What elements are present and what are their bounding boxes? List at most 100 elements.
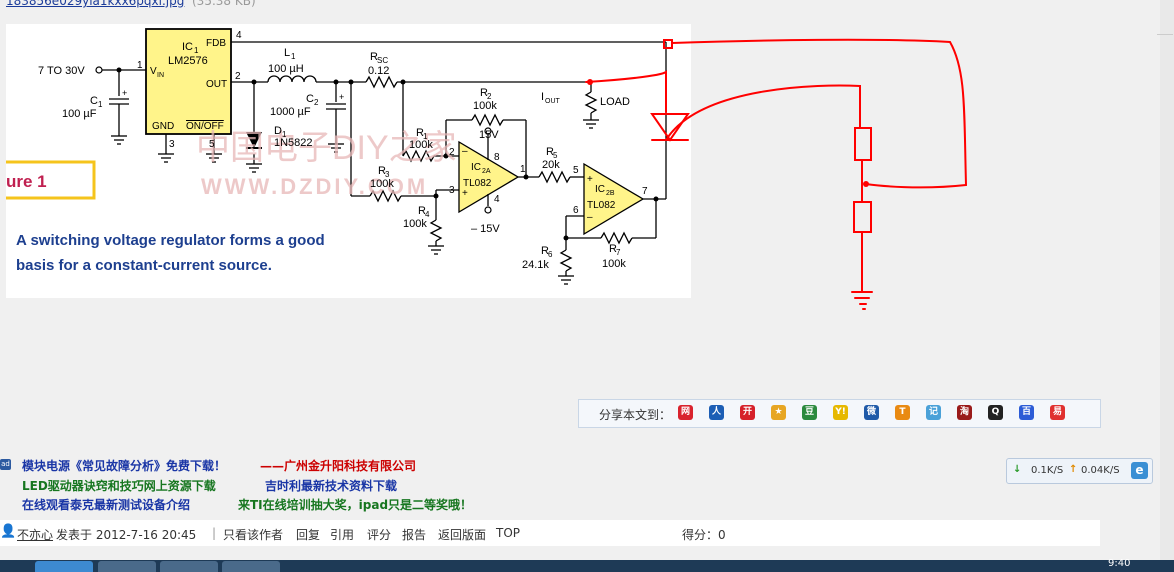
l1-value: 100 µH xyxy=(268,63,304,75)
annotation-feedback-wire xyxy=(671,38,968,189)
rate-link[interactable]: 评分 xyxy=(367,528,392,542)
r2-sub: 2 xyxy=(487,92,492,101)
opamp-pin4: 4 xyxy=(494,194,500,205)
share-t-icon[interactable]: T xyxy=(895,405,910,420)
c1-value: 100 µF xyxy=(62,108,97,120)
watermark-title: 中国电子DIY之家 xyxy=(196,129,457,167)
annotation-top-wire xyxy=(665,84,861,141)
r7-sub: 7 xyxy=(616,248,621,257)
share-yi-icon[interactable]: 易 xyxy=(1050,405,1065,420)
taskbar-clock[interactable]: 9:40 xyxy=(1108,558,1131,569)
share-bar: 分享本文到： 网 人 开 ★ 豆 Y! 微 T 记 淘 Q 百 易 xyxy=(578,399,1101,428)
c2-sub: 2 xyxy=(314,98,319,107)
share-yahoo-icon[interactable]: Y! xyxy=(833,405,848,420)
l1-label: L xyxy=(284,47,290,59)
watermark-url: WWW.DZDIY.COM xyxy=(201,174,428,199)
d1-value: 1N5822 xyxy=(274,137,313,149)
ad-link-tektronix[interactable]: 在线观看泰克最新测试设备介绍 xyxy=(22,498,191,512)
ic1-label: IC xyxy=(182,41,193,53)
fdb-label: FDB xyxy=(206,38,226,49)
iout-label: I xyxy=(541,91,544,103)
share-163-icon[interactable]: 网 xyxy=(678,405,693,420)
r2-label: R xyxy=(480,87,488,99)
browser-e-icon[interactable]: e xyxy=(1131,462,1148,479)
r3-sub: 3 xyxy=(385,170,390,179)
taskbar-app-1[interactable] xyxy=(98,561,156,572)
attachment-size: (35.38 KB) xyxy=(192,0,256,8)
ad-link-led-driver[interactable]: LED驱动器诀窍和技巧网上资源下载 xyxy=(22,479,216,493)
taskbar-app-3[interactable] xyxy=(222,561,280,572)
share-baidu-icon[interactable]: 百 xyxy=(1019,405,1034,420)
pin2: 2 xyxy=(235,71,241,82)
figure-label: ure 1 xyxy=(6,172,47,191)
ad-link-keithley[interactable]: 吉时利最新技术资料下载 xyxy=(265,479,398,493)
r7-value: 100k xyxy=(602,258,626,270)
rsc-label: R xyxy=(370,51,378,63)
r1-sub: 1 xyxy=(423,132,428,141)
attachment-image[interactable]: 中国电子DIY之家 WWW.DZDIY.COM 7 TO 30V IC 1 LM… xyxy=(6,24,691,298)
separator: | xyxy=(212,526,217,540)
share-taobao-icon[interactable]: 淘 xyxy=(957,405,972,420)
upload-arrow-icon: ↑ xyxy=(1069,464,1078,475)
back-to-forum-link[interactable]: 返回版面 xyxy=(438,528,487,542)
d1-label: D xyxy=(274,125,282,137)
circuit-schematic: 中国电子DIY之家 WWW.DZDIY.COM 7 TO 30V IC 1 LM… xyxy=(6,28,667,285)
rsc-sub: SC xyxy=(377,56,388,65)
r3-value: 100k xyxy=(370,178,394,190)
opamp-pin6: 6 xyxy=(573,205,579,216)
gnd-label: GND xyxy=(152,121,174,132)
taskbar-app-2[interactable] xyxy=(160,561,218,572)
load-label: LOAD xyxy=(600,96,630,108)
opamp-a-plus: + xyxy=(462,188,468,199)
pin3: 3 xyxy=(169,139,175,150)
post-info-bar: 👤 不亦心 发表于 2012-7-16 20:45 | 只看该作者 回复 引用 … xyxy=(0,520,1100,546)
vin-pin-label: V xyxy=(150,66,157,77)
ad-link-ti-training[interactable]: 来TI在线培训抽大奖，ipad只是二等奖哦！ xyxy=(238,498,473,512)
share-sina-icon[interactable]: 微 xyxy=(864,405,879,420)
download-arrow-icon: ↓ xyxy=(1013,464,1022,475)
r7-label: R xyxy=(609,243,617,255)
start-button[interactable] xyxy=(35,561,93,572)
r3-label: R xyxy=(378,165,386,177)
network-speed-widget[interactable]: ↓ 0.1K/S ↑ 0.04K/S e xyxy=(1006,458,1153,484)
quote-link[interactable]: 引用 xyxy=(330,528,355,542)
figure-label-box xyxy=(6,160,96,200)
opamp-b-minus: – xyxy=(587,212,593,223)
only-author-link[interactable]: 只看该作者 xyxy=(223,528,284,542)
caption-line-1: A switching voltage regulator forms a go… xyxy=(16,232,325,249)
share-note-icon[interactable]: 记 xyxy=(926,405,941,420)
ad-link-mornsun[interactable]: ——广州金升阳科技有限公司 xyxy=(260,459,417,473)
rsc-value: 0.12 xyxy=(368,65,389,77)
share-qq-icon[interactable]: Q xyxy=(988,405,1003,420)
c2-plus: + xyxy=(339,92,344,102)
c1-sub: 1 xyxy=(98,100,103,109)
opamp-b-plus: + xyxy=(587,174,593,185)
share-label: 分享本文到： xyxy=(599,408,672,422)
tl082a-label: TL082 xyxy=(463,178,492,189)
top-link[interactable]: TOP xyxy=(496,526,521,540)
lm2576-label: LM2576 xyxy=(168,55,208,67)
windows-taskbar: 9:40 xyxy=(0,558,1174,572)
share-qzone-icon[interactable]: ★ xyxy=(771,405,786,420)
minus15-label: – 15V xyxy=(471,223,500,235)
opamp-pin5: 5 xyxy=(573,165,579,176)
report-link[interactable]: 报告 xyxy=(402,528,427,542)
pin4: 4 xyxy=(236,30,242,41)
vin-pin-sub: IN xyxy=(157,72,164,79)
attachment-filename-link[interactable]: 183856e029yia1kxx6pqxi.jpg xyxy=(6,0,185,8)
share-douban-icon[interactable]: 豆 xyxy=(802,405,817,420)
page-scrollbar[interactable] xyxy=(1160,0,1174,560)
opamp-a-minus: – xyxy=(462,146,468,157)
ic2b-sub: 2B xyxy=(606,190,615,197)
post-author-link[interactable]: 不亦心 xyxy=(17,528,54,542)
ic1-sub: 1 xyxy=(194,46,199,55)
r6-label: R xyxy=(541,245,549,257)
r6-value: 24.1k xyxy=(522,259,549,271)
ad-link-power-module[interactable]: 模块电源《常见故障分析》免费下载！ xyxy=(22,459,227,473)
share-renren-icon[interactable]: 人 xyxy=(709,405,724,420)
r4-value: 100k xyxy=(403,218,427,230)
post-timestamp: 发表于 2012-7-16 20:45 xyxy=(56,528,197,542)
c1-plus: + xyxy=(122,88,127,98)
reply-link[interactable]: 回复 xyxy=(296,528,321,542)
share-kaixin-icon[interactable]: 开 xyxy=(740,405,755,420)
